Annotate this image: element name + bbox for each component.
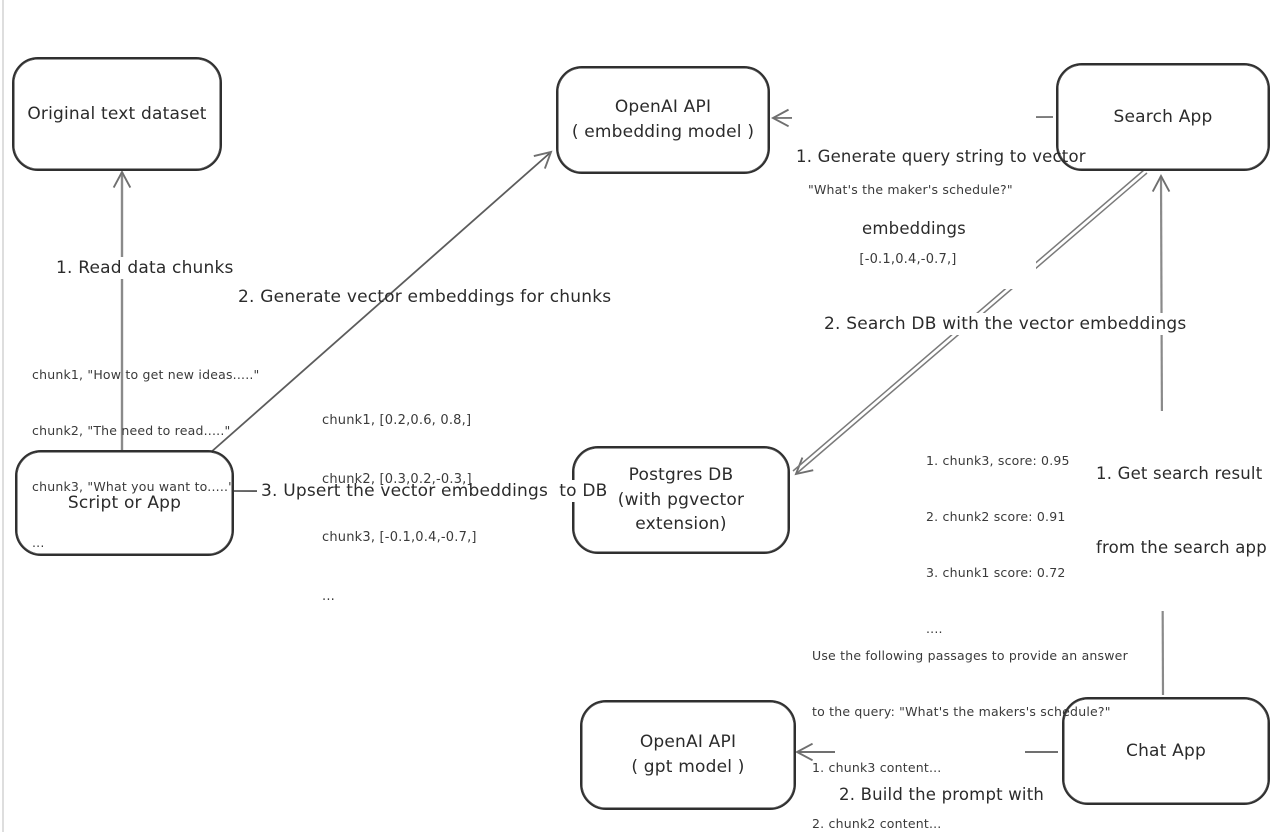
node-sublabel: ( gpt model ) — [631, 757, 745, 777]
node-postgres-db: Postgres DB (with pgvector extension) — [572, 446, 790, 554]
node-label: Search App — [1113, 106, 1213, 127]
node-label: OpenAI API — [614, 97, 712, 118]
node-label: OpenAI API — [639, 732, 737, 753]
label-read-data-chunks: 1. Read data chunks — [52, 257, 238, 279]
node-label: Original text dataset — [27, 103, 207, 124]
label-build-prompt: 2. Build the prompt with search result — [835, 732, 1044, 832]
node-script-or-app: Script or App — [15, 450, 234, 556]
label-generate-embeddings: 2. Generate vector embeddings for chunks — [238, 287, 612, 307]
label-generate-query-string: 1. Generate query string to vector embed… — [792, 96, 1086, 290]
page-edge-line — [2, 0, 4, 832]
annotation-query-text: "What's the maker's schedule?" — [808, 182, 1013, 197]
node-openai-api-embedding: OpenAI API ( embedding model ) — [556, 66, 770, 174]
annotation-search-scores: 1. chunk3, score: 0.95 2. chunk2 score: … — [926, 452, 1070, 637]
node-chat-app: Chat App — [1062, 697, 1270, 805]
node-openai-api-gpt: OpenAI API ( gpt model ) — [580, 700, 796, 810]
annotation-vector-list: chunk1, [0.2,0.6, 0.8,] chunk2, [0.3,0.2… — [322, 413, 477, 604]
node-label: Script or App — [67, 492, 182, 513]
node-sublabel: ( embedding model ) — [571, 122, 755, 142]
label-search-db: 2. Search DB with the vector embeddings — [820, 313, 1191, 335]
annotation-chunk-list: chunk1, "How to get new ideas....." chun… — [32, 366, 260, 551]
label-get-search-result: 1. Get search result from the search app — [1092, 411, 1271, 611]
arrow-generate-embeddings — [209, 150, 553, 454]
node-label: Postgres DB — [628, 465, 734, 486]
annotation-prompt-text: Use the following passages to provide an… — [812, 647, 1128, 832]
node-original-text-dataset: Original text dataset — [12, 57, 222, 171]
node-search-app: Search App — [1056, 63, 1270, 171]
node-label: Chat App — [1126, 740, 1206, 761]
node-sublabel: (with pgvector extension) — [617, 489, 745, 535]
annotation-query-vector: [-0.1,0.4,-0.7,] — [859, 252, 957, 267]
